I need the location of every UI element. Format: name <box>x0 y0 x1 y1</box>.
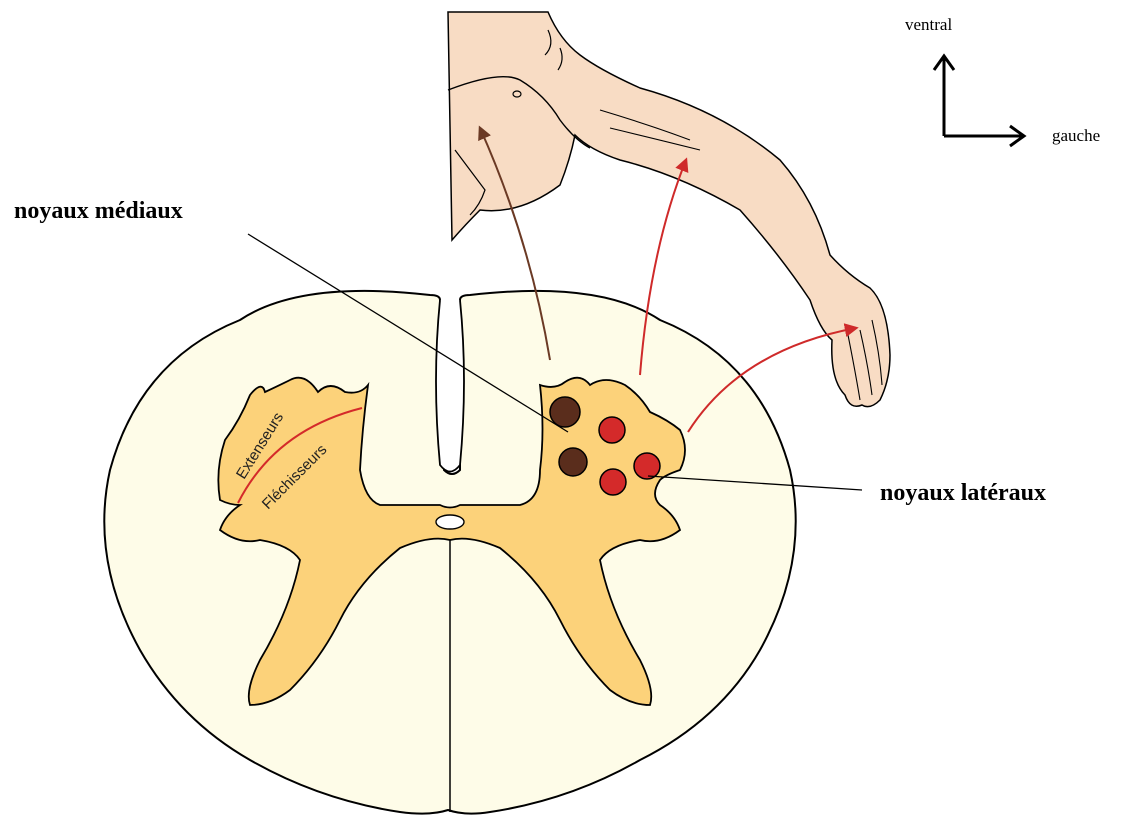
lateral-nucleus-2 <box>600 469 626 495</box>
medial-nucleus-1 <box>550 397 580 427</box>
medial-nuclei-label: noyaux médiaux <box>14 198 183 224</box>
left-arrow-icon <box>944 126 1024 146</box>
lateral-nucleus-3 <box>634 453 660 479</box>
lateral-nuclei-label: noyaux latéraux <box>880 480 1046 506</box>
central-canal <box>436 515 464 529</box>
medial-nucleus-2 <box>559 448 587 476</box>
ventral-label: ventral <box>905 15 952 34</box>
orientation-compass: ventral gauche <box>905 15 1100 146</box>
ventral-arrow-icon <box>934 56 954 136</box>
median-fissure <box>436 300 464 472</box>
lateral-nucleus-1 <box>599 417 625 443</box>
left-label: gauche <box>1052 126 1100 145</box>
